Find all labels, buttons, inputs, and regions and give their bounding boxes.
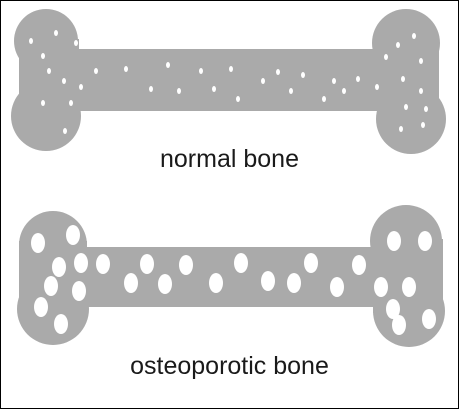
osteoporotic-bone-illustration (17, 205, 445, 347)
osteoporotic-bone-label: osteoporotic bone (1, 354, 458, 379)
normal-bone-label: normal bone (1, 147, 458, 172)
normal-bone-illustration (11, 9, 446, 154)
